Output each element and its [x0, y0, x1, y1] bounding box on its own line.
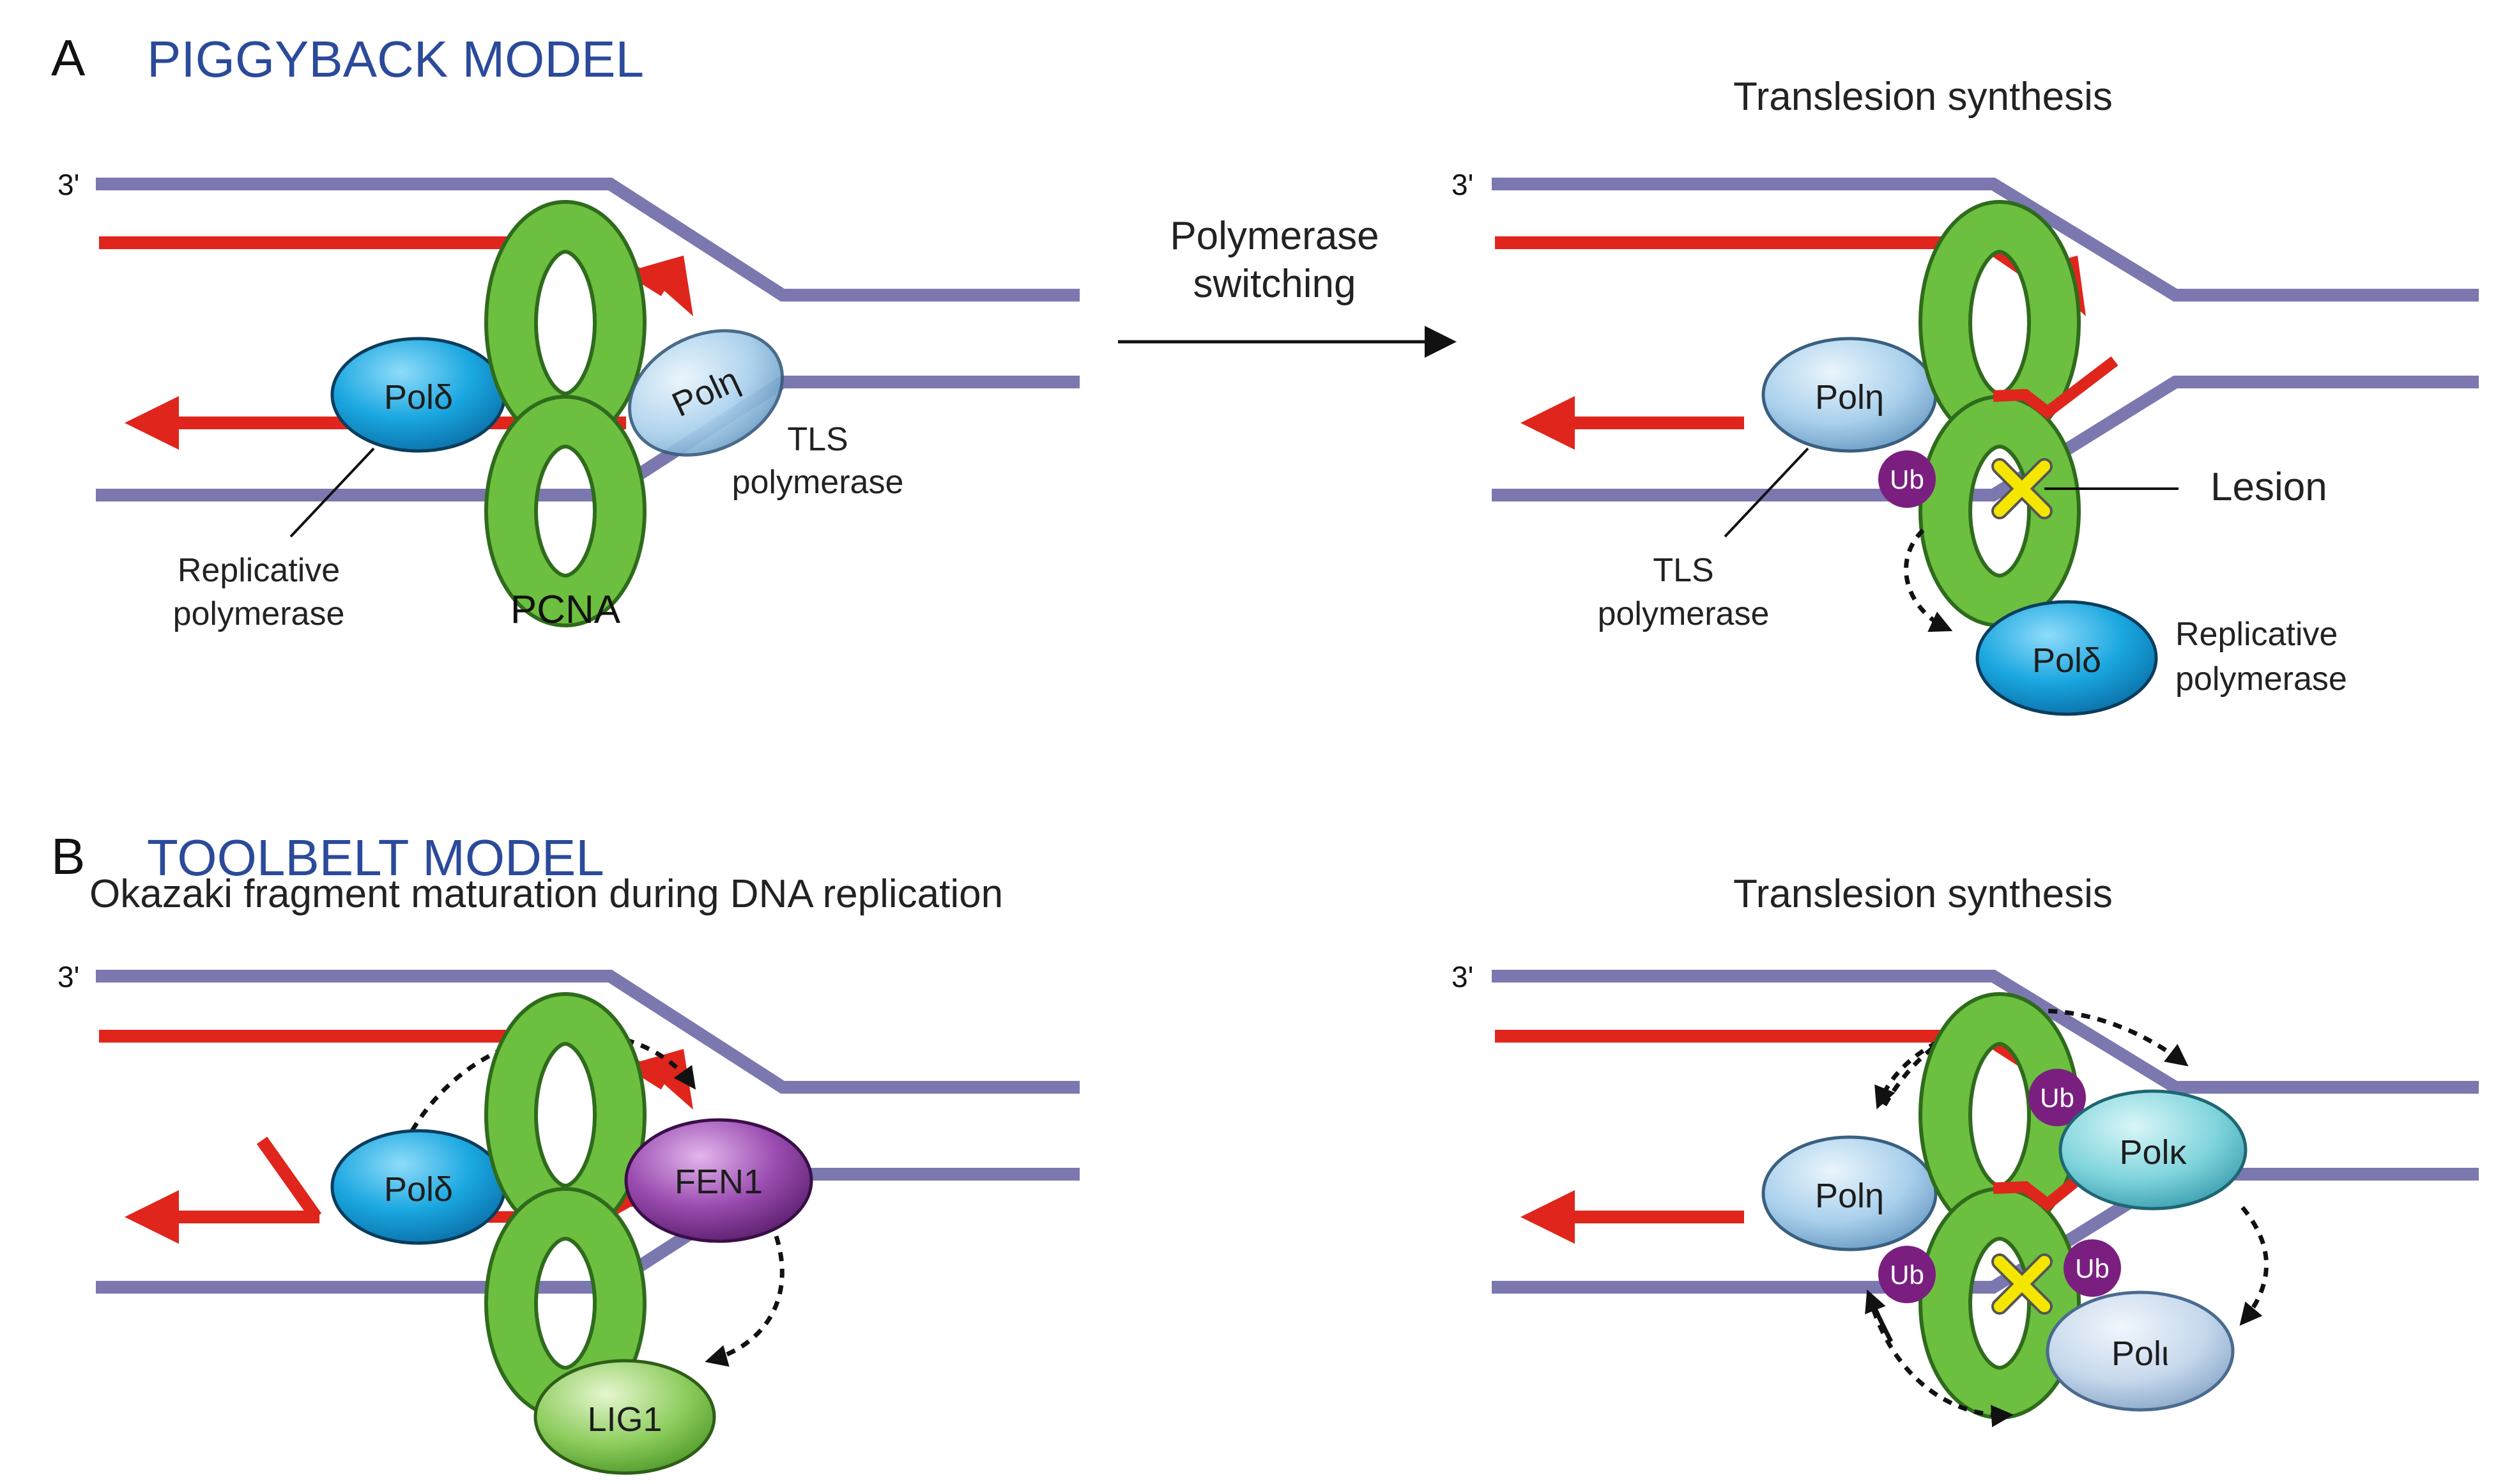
pcna-ring [484, 200, 647, 627]
parental-strand-top [96, 178, 1080, 302]
pol-eta-label: Polη [1815, 378, 1884, 417]
panel-a-title: PIGGYBACK MODEL [147, 31, 644, 88]
three-prime-label: 3' [57, 960, 79, 993]
fen1-label: FEN1 [675, 1163, 763, 1201]
tls-label-line2: polymerase [1598, 595, 1770, 632]
parental-strand-bottom [1492, 376, 2479, 501]
lesion-label: Lesion [2210, 465, 2327, 509]
fork-a-left: 3' Polδ Polη TLS polymerase Replicative … [57, 168, 1080, 632]
tls-label-line1: TLS [787, 421, 848, 458]
lesion-x-icon [1991, 1253, 2053, 1315]
fork-b-left: 3' Polδ FEN1 LIG1 [57, 960, 1080, 1475]
parental-strand-top [1492, 970, 2479, 1094]
pol-iota-enzyme [2046, 1290, 2235, 1412]
pol-delta-enzyme [1975, 600, 2158, 716]
panel-a-right-heading: Translesion synthesis [1733, 75, 2113, 119]
replicative-leader-line [289, 447, 375, 538]
pol-delta-label: Polδ [384, 1170, 453, 1209]
ub-marker [1878, 450, 1936, 508]
ub-marker-right [2064, 1239, 2121, 1297]
ub-marker-left [1878, 1246, 1936, 1303]
pcna-ring [1918, 200, 2081, 627]
replicative-label-line1: Replicative [178, 552, 340, 589]
panel-a: A PIGGYBACK MODEL Translesion synthesis … [51, 29, 2479, 716]
pol-iota-label: Polι [2111, 1335, 2169, 1373]
pol-eta-label: Polη [1815, 1177, 1884, 1215]
panel-b-title: TOOLBELT MODEL [147, 829, 604, 886]
dissociation-arrow [1904, 528, 1953, 632]
fen1-enzyme [624, 1118, 813, 1243]
lig1-label: LIG1 [587, 1400, 662, 1439]
ub-label-right: Ub [2075, 1253, 2110, 1283]
lagging-strand-arrowhead [125, 1190, 179, 1244]
fork-a-right: 3' Polη Ub [1451, 168, 2479, 716]
ub-label: Ub [1890, 464, 1924, 494]
arrow-label-line2: switching [1193, 262, 1356, 306]
exchange-arrow-top-right [1882, 1008, 2189, 1106]
tls-extension-strand [1993, 1171, 2087, 1212]
three-prime-label: 3' [1451, 960, 1473, 993]
pcna-label: PCNA [510, 588, 621, 632]
rna-flap [256, 1136, 322, 1221]
leading-strand-arrowhead [639, 1049, 693, 1110]
pol-kappa-enzyme [2058, 1089, 2248, 1211]
replicative-label-line2: polymerase [2175, 661, 2347, 698]
pcna-ring [484, 992, 647, 1419]
replicative-label-line2: polymerase [173, 595, 345, 632]
tls-label-line1: TLS [1653, 552, 1713, 589]
lagging-strand-arrowhead [1520, 1190, 1575, 1244]
parental-strand-top [1492, 178, 2479, 302]
panel-b-letter: B [51, 828, 85, 885]
ub-label-left: Ub [1890, 1260, 1924, 1290]
lesion-x-icon [1991, 458, 2053, 519]
three-prime-label: 3' [57, 168, 79, 201]
arrow-label-line1: Polymerase [1170, 214, 1379, 258]
exchange-arrow-bottom [1866, 1293, 2014, 1428]
pol-eta-enzyme [1761, 1135, 1938, 1251]
lagging-strand-arrowhead [125, 396, 179, 450]
panel-a-letter: A [51, 29, 86, 86]
lagging-strand-arrowhead [1520, 396, 1575, 450]
leading-strand-arrowhead [639, 256, 693, 316]
lig1-enzyme [533, 1359, 716, 1475]
pol-delta-label: Polδ [2032, 641, 2101, 680]
pol-delta-label: Polδ [384, 378, 453, 417]
exchange-arrow-bottom-head [1865, 1289, 1894, 1343]
handoff-arrow-fen1-to-lig1 [705, 1235, 785, 1367]
tls-leader-line [1724, 447, 1809, 538]
parental-strand-top [96, 970, 1080, 1094]
ub-marker-top [2028, 1069, 2086, 1126]
exchange-arrow-right [2239, 1205, 2269, 1326]
tls-extension-strand [1993, 356, 2118, 420]
panel-b: B TOOLBELT MODEL Okazaki fragment matura… [51, 828, 2479, 1475]
three-prime-label: 3' [1451, 168, 1473, 201]
pol-eta-enzyme [627, 329, 785, 457]
ub-label-top: Ub [2040, 1083, 2074, 1113]
panel-b-right-heading: Translesion synthesis [1733, 872, 2113, 916]
tls-label-line2: polymerase [732, 464, 904, 501]
parental-strand-bottom [1492, 1168, 2479, 1294]
pol-kappa-label: Polκ [2119, 1133, 2187, 1172]
replicative-label-line1: Replicative [2175, 616, 2338, 653]
fork-b-right: 3' Polη Ub Polκ Ub Ub [1451, 960, 2479, 1428]
pcna-ring [1918, 992, 2081, 1419]
panel-b-left-heading: Okazaki fragment maturation during DNA r… [89, 872, 1003, 916]
